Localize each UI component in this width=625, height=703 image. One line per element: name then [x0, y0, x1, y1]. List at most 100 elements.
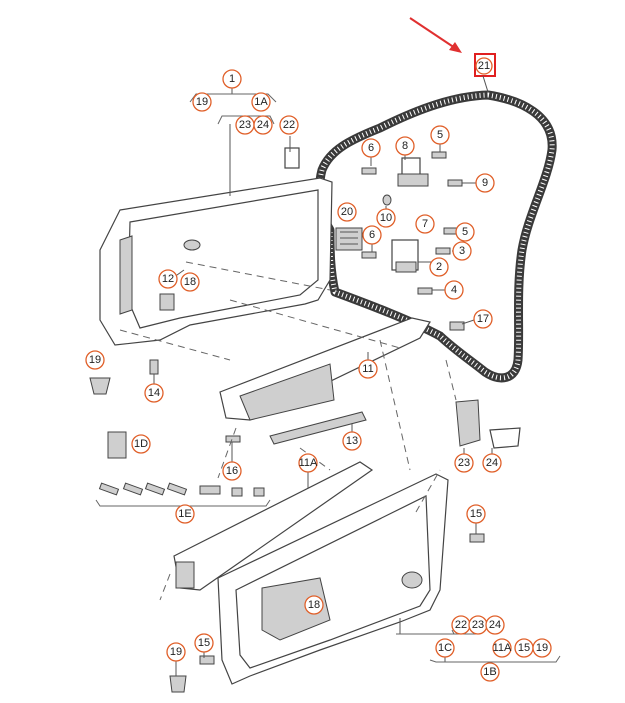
callout-24-top: 24	[253, 115, 273, 135]
screw-row-part	[98, 482, 265, 497]
svg-text:3: 3	[459, 245, 465, 257]
svg-text:6: 6	[369, 229, 375, 241]
callout-15-right: 15	[466, 504, 486, 524]
door-trim-strip-part	[173, 461, 374, 591]
svg-text:16: 16	[226, 465, 238, 477]
callout-7: 7	[415, 214, 435, 234]
callout-6-top: 6	[361, 138, 381, 158]
callout-23-top: 23	[235, 115, 255, 135]
callout-24-right: 24	[482, 453, 502, 473]
callout-21: 21	[475, 57, 493, 75]
fastener-cap-part	[89, 377, 187, 693]
svg-text:8: 8	[402, 140, 408, 152]
upper-hinge-part	[397, 157, 429, 187]
svg-text:15: 15	[470, 508, 482, 520]
svg-text:11A: 11A	[299, 457, 318, 469]
callout-11: 11	[358, 359, 378, 379]
svg-text:1E: 1E	[178, 508, 191, 520]
callout-19-bottom-right: 19	[532, 638, 552, 658]
bolt-group	[149, 151, 485, 665]
svg-text:1: 1	[229, 73, 235, 85]
callout-23-bottom: 23	[468, 615, 488, 635]
callout-20: 20	[337, 202, 357, 222]
svg-text:1C: 1C	[438, 642, 452, 654]
svg-text:12: 12	[162, 273, 174, 285]
callout-1b: 1B	[480, 662, 500, 682]
svg-text:18: 18	[184, 276, 196, 288]
dashed-guide-lines	[119, 261, 457, 601]
svg-text:22: 22	[283, 119, 295, 131]
callout-19-left: 19	[85, 350, 105, 370]
svg-text:18: 18	[308, 599, 320, 611]
check-strap-part	[335, 227, 363, 251]
callout-22-top: 22	[279, 115, 299, 135]
svg-text:1A: 1A	[254, 96, 268, 108]
svg-text:17: 17	[477, 313, 489, 325]
callout-19-bottom-left: 19	[166, 642, 186, 662]
svg-text:1B: 1B	[483, 666, 496, 678]
svg-text:24: 24	[486, 457, 498, 469]
callout-19-top: 19	[192, 92, 212, 112]
svg-text:19: 19	[170, 646, 182, 658]
svg-text:6: 6	[368, 142, 374, 154]
callout-13: 13	[342, 431, 362, 451]
svg-text:11: 11	[362, 363, 373, 375]
latch-clip-part	[284, 147, 300, 169]
svg-text:23: 23	[472, 619, 484, 631]
callout-11a-bottom: 11A	[492, 638, 512, 658]
window-seal-part	[315, 90, 557, 383]
callout-9: 9	[475, 173, 495, 193]
callout-14: 14	[144, 383, 164, 403]
callout-12: 12	[158, 269, 178, 289]
seal-strip-part	[269, 411, 367, 445]
callout-3: 3	[452, 241, 472, 261]
callout-16: 16	[222, 461, 242, 481]
callout-15-bottom-right: 15	[514, 638, 534, 658]
red-arrow-pointer-icon	[409, 17, 462, 53]
svg-text:9: 9	[482, 177, 488, 189]
svg-text:24: 24	[257, 119, 269, 131]
svg-text:21: 21	[478, 60, 490, 72]
svg-text:5: 5	[437, 129, 443, 141]
svg-text:13: 13	[346, 435, 358, 447]
red-rectangle-highlight-icon	[474, 53, 496, 77]
callout-18-top: 18	[180, 272, 200, 292]
svg-text:1D: 1D	[134, 438, 148, 450]
svg-text:23: 23	[458, 457, 470, 469]
svg-text:10: 10	[380, 212, 392, 224]
callout-1d: 1D	[131, 434, 151, 454]
callout-15-bottom-left: 15	[194, 633, 214, 653]
callout-8: 8	[395, 136, 415, 156]
lock-mechanism-part	[455, 399, 521, 449]
callout-4: 4	[444, 280, 464, 300]
svg-text:23: 23	[239, 119, 251, 131]
callout-6-mid: 6	[362, 225, 382, 245]
svg-text:14: 14	[148, 387, 160, 399]
svg-text:22: 22	[455, 619, 467, 631]
upper-door-frame-part	[99, 177, 333, 346]
callout-5-mid: 5	[455, 222, 475, 242]
svg-text:19: 19	[196, 96, 208, 108]
inner-door-panel-part	[217, 473, 449, 685]
callout-1c: 1C	[435, 638, 455, 658]
callout-24-bottom: 24	[485, 615, 505, 635]
callout-2: 2	[429, 257, 449, 277]
callout-1e: 1E	[175, 504, 195, 524]
window-channel-part	[219, 317, 431, 421]
svg-text:2: 2	[436, 261, 442, 273]
svg-text:11A: 11A	[493, 642, 512, 654]
callout-18-bottom: 18	[304, 595, 324, 615]
callout-1a-top: 1A	[251, 92, 271, 112]
svg-text:4: 4	[451, 284, 457, 296]
lower-hinge-part	[391, 239, 419, 273]
svg-text:7: 7	[422, 218, 428, 230]
svg-text:24: 24	[489, 619, 501, 631]
callout-10: 10	[376, 208, 396, 228]
svg-text:5: 5	[462, 226, 468, 238]
svg-text:15: 15	[198, 637, 210, 649]
callout-23-right: 23	[454, 453, 474, 473]
callout-5-top: 5	[430, 125, 450, 145]
svg-text:19: 19	[536, 642, 548, 654]
callout-1: 1	[222, 69, 242, 89]
